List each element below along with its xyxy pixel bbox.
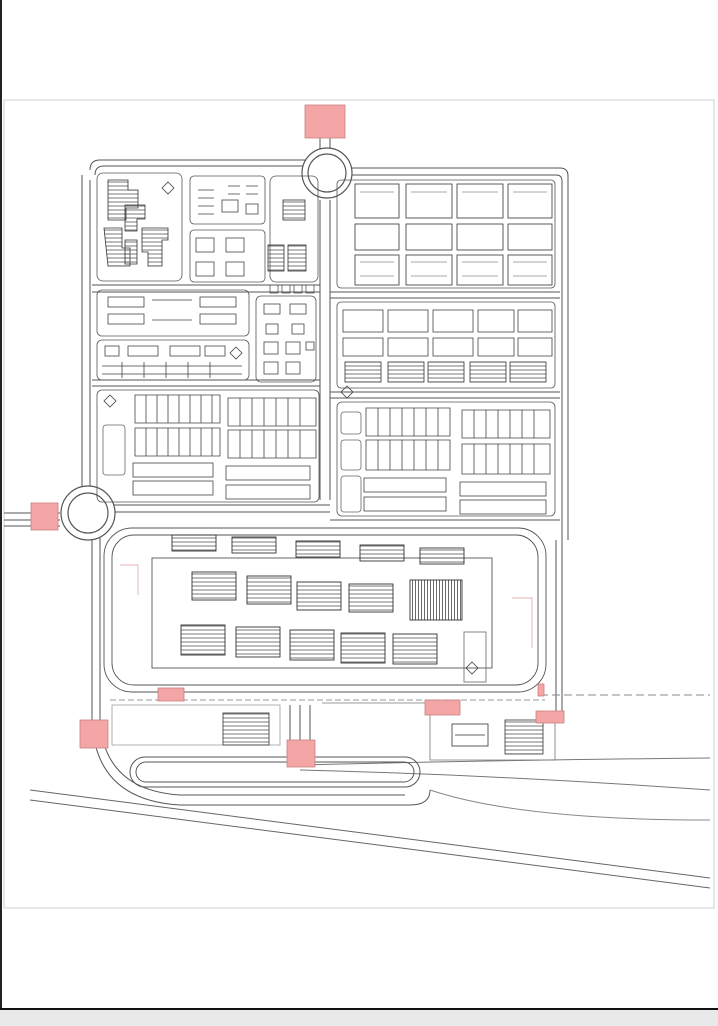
entry-marker-gate-4 bbox=[537, 683, 545, 697]
ne-block bbox=[336, 179, 556, 289]
lower-residential-blocks bbox=[96, 389, 556, 517]
entry-marker-gate-2 bbox=[424, 699, 461, 716]
landmark-symbols bbox=[103, 181, 479, 675]
entry-marker-north bbox=[304, 104, 346, 139]
entry-marker-west bbox=[30, 502, 59, 531]
roundabouts bbox=[60, 147, 353, 541]
page-edge-line bbox=[0, 0, 2, 1010]
entry-marker-southwest bbox=[79, 719, 109, 749]
entry-marker-south bbox=[286, 739, 316, 768]
entry-markers bbox=[30, 104, 565, 768]
nw-block bbox=[96, 172, 319, 294]
footer-bar bbox=[0, 1008, 718, 1026]
entry-marker-gate-3 bbox=[535, 710, 565, 724]
east-middle-block bbox=[336, 301, 556, 389]
warehouse-zone bbox=[103, 527, 547, 693]
south-facilities bbox=[111, 702, 556, 761]
west-middle-blocks bbox=[96, 289, 317, 383]
entry-marker-gate-1 bbox=[157, 687, 185, 702]
